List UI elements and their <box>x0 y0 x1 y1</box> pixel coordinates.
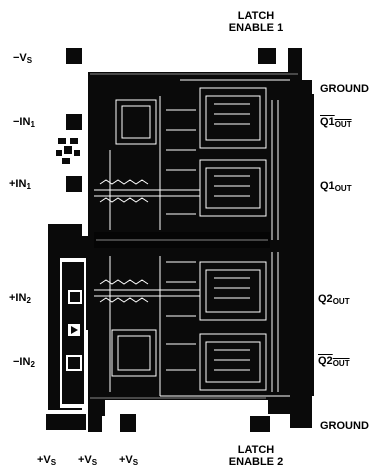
label-latch-enable-2: LATCH ENABLE 2 <box>228 444 284 468</box>
bond-pad-latch-enable-2 <box>250 416 270 432</box>
label-ground-bottom: GROUND <box>320 420 369 432</box>
bond-pad-pos-vs-1 <box>46 414 86 430</box>
bond-pad-q2-out <box>290 290 306 306</box>
label-q2-out: Q2OUT <box>318 293 350 306</box>
bond-pad-latch-enable-1 <box>258 48 276 64</box>
bond-pad-pos-vs-2 <box>88 416 102 432</box>
circuit-upper <box>94 79 290 240</box>
circuit-lower <box>94 252 290 397</box>
label-latch-enable-1: LATCH ENABLE 1 <box>228 10 284 34</box>
label-pos-vs-3: +VS <box>119 454 139 467</box>
label-pos-vs-1: +VS <box>37 454 57 467</box>
bond-pad-pos-vs-3 <box>120 414 136 432</box>
bond-pad-q2-out-bar <box>290 352 306 368</box>
bond-pad-pos-in1 <box>66 176 82 192</box>
test-structure <box>56 138 80 164</box>
label-pos-in1: +IN1 <box>9 178 31 191</box>
label-ground-top: GROUND <box>320 83 369 95</box>
label-q2-out-bar: Q2OUT <box>318 355 350 368</box>
label-neg-in1: −IN1 <box>13 116 35 129</box>
label-neg-vs: −VS <box>13 52 33 65</box>
bond-pad-q1-out <box>290 176 306 192</box>
bond-pad-neg-vs <box>66 48 82 64</box>
bond-pad-neg-in1 <box>66 114 82 130</box>
label-pos-in2: +IN2 <box>9 292 31 305</box>
bond-pad-q1-out-bar <box>290 116 306 132</box>
label-neg-in2: −IN2 <box>13 356 35 369</box>
label-pos-vs-2: +VS <box>78 454 98 467</box>
bond-pad-ground-bottom <box>290 384 312 428</box>
label-q1-out-bar: Q1OUT <box>320 116 352 129</box>
label-q1-out: Q1OUT <box>320 180 352 193</box>
